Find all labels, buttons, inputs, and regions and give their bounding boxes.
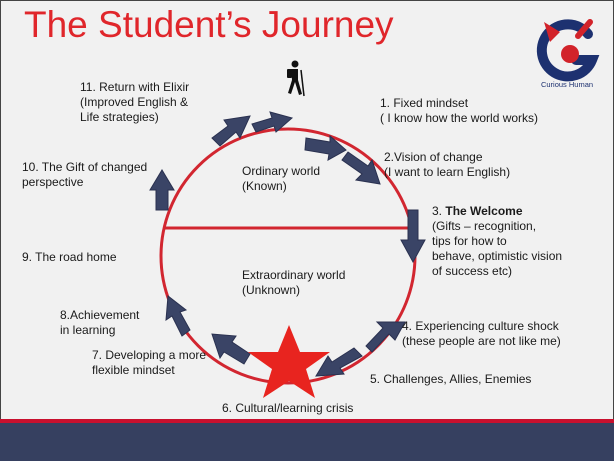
step-8-label: 8.Achievement in learning bbox=[60, 308, 139, 338]
step-3-line3: tips for how to bbox=[432, 234, 507, 248]
step-9-line1: 9. The road home bbox=[22, 250, 117, 264]
step-3-line4: behave, optimistic vision bbox=[432, 249, 563, 263]
step-3-label: 3. The Welcome (Gifts – recognition, tip… bbox=[432, 204, 562, 279]
arrow-step-4 bbox=[365, 321, 406, 353]
curious-human-logo bbox=[536, 19, 600, 82]
step-2-line1: 2.Vision of change bbox=[384, 150, 483, 164]
step-7-line2: flexible mindset bbox=[92, 363, 175, 377]
step-4-label: 4. Experiencing culture shock (these peo… bbox=[402, 319, 561, 349]
step-11-line1: 11. Return with Elixir bbox=[80, 80, 190, 94]
step-7-label: 7. Developing a more flexible mindset bbox=[92, 348, 206, 378]
step-11-line3: Life strategies) bbox=[80, 110, 159, 124]
step-4-line2: (these people are not like me) bbox=[402, 334, 561, 348]
step-7-line1: 7. Developing a more bbox=[92, 348, 207, 362]
bottom-bar bbox=[0, 423, 614, 461]
bottom-accent-line bbox=[0, 419, 614, 423]
hiker-icon bbox=[287, 60, 305, 97]
step-11-label: 11. Return with Elixir (Improved English… bbox=[80, 80, 189, 125]
step-5-line1: 5. Challenges, Allies, Enemies bbox=[370, 372, 532, 386]
arrow-step-3 bbox=[400, 209, 426, 264]
arrow-step-2 bbox=[341, 151, 381, 185]
step-3-prefix: 3. bbox=[432, 204, 443, 218]
arrow-step-8 bbox=[165, 295, 191, 337]
arrow-step-11b bbox=[251, 111, 294, 133]
step-11-line2: (Improved English & bbox=[80, 95, 189, 109]
step-1-line1: 1. Fixed mindset bbox=[380, 96, 469, 110]
step-1-line2: ( I know how the world works) bbox=[380, 111, 539, 125]
step-10-line2: perspective bbox=[22, 175, 84, 189]
step-3-line1: 3. The Welcome bbox=[432, 204, 562, 219]
step-4-line1: 4. Experiencing culture shock bbox=[402, 319, 559, 333]
step-6-line1: 6. Cultural/learning crisis bbox=[222, 401, 354, 415]
ordinary-world-subtitle: (Known) bbox=[242, 179, 287, 193]
arrow-step-11 bbox=[211, 115, 251, 147]
extraordinary-world-label: Extraordinary world (Unknown) bbox=[242, 268, 345, 298]
step-2-label: 2.Vision of change (I want to learn Engl… bbox=[384, 150, 510, 180]
extraordinary-world-title: Extraordinary world bbox=[242, 268, 346, 282]
step-3-line2: (Gifts – recognition, bbox=[432, 219, 537, 233]
ordinary-world-label: Ordinary world (Known) bbox=[242, 164, 320, 194]
arrow-step-7 bbox=[211, 333, 251, 365]
extraordinary-world-subtitle: (Unknown) bbox=[242, 283, 301, 297]
step-8-line1: 8.Achievement bbox=[60, 308, 140, 322]
step-1-label: 1. Fixed mindset ( I know how the world … bbox=[380, 96, 538, 126]
step-8-line2: in learning bbox=[60, 323, 116, 337]
step-3-bold: The Welcome bbox=[445, 204, 523, 218]
step-10-line1: 10. The Gift of changed bbox=[22, 160, 148, 174]
step-2-line2: (I want to learn English) bbox=[384, 165, 511, 179]
step-5-label: 5. Challenges, Allies, Enemies bbox=[370, 372, 531, 387]
arrow-step-10 bbox=[149, 169, 175, 211]
logo-text: Curious Human bbox=[540, 80, 594, 89]
star-icon bbox=[248, 325, 330, 398]
step-6-label: 6. Cultural/learning crisis bbox=[222, 401, 353, 416]
step-3-line5: of success etc) bbox=[432, 264, 513, 278]
slide-title: The Student’s Journey bbox=[24, 4, 394, 45]
arrow-step-5 bbox=[315, 347, 363, 377]
step-10-label: 10. The Gift of changed perspective bbox=[22, 160, 147, 190]
step-9-label: 9. The road home bbox=[22, 250, 117, 265]
ordinary-world-title: Ordinary world bbox=[242, 164, 321, 178]
arrow-step-1 bbox=[304, 134, 347, 161]
